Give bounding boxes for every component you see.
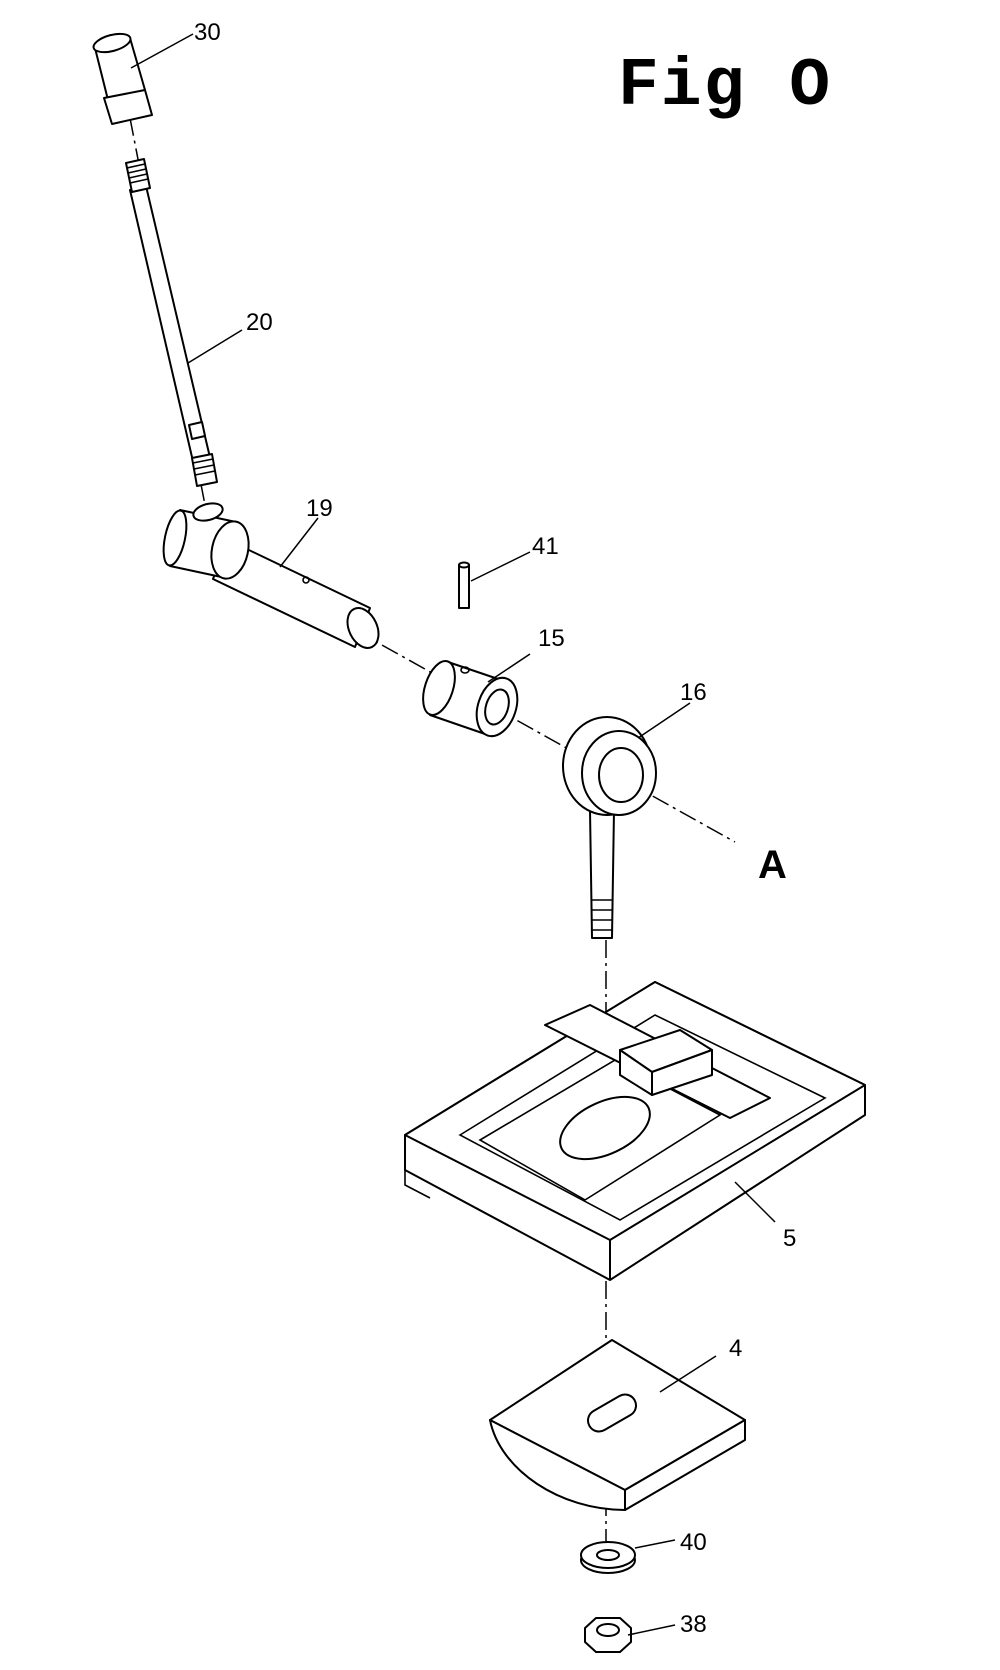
part-19-shaft: [162, 502, 380, 649]
leader-15: [487, 653, 531, 683]
part-41-pin: [458, 561, 470, 609]
callout-38: 38: [680, 1611, 707, 1638]
leader-19: [279, 517, 319, 568]
callout-41: 41: [532, 533, 559, 560]
part-5-base: [404, 981, 866, 1281]
part-15-collar: [422, 660, 519, 738]
part-38-hex-nut: [584, 1617, 632, 1653]
figure-title: Fig O: [618, 48, 833, 125]
callout-4: 4: [729, 1335, 742, 1362]
callout-15: 15: [538, 625, 565, 652]
callout-20: 20: [246, 309, 273, 336]
callout-19: 19: [306, 495, 333, 522]
callout-40: 40: [680, 1529, 707, 1556]
part-20-lever-rod: [125, 158, 218, 487]
part-30-knob: [92, 32, 153, 125]
leader-4: [659, 1355, 717, 1393]
callout-5: 5: [783, 1225, 796, 1252]
centerline-axis-a: [354, 629, 736, 843]
part-16-eye-bolt: [562, 716, 657, 939]
leader-20: [187, 329, 243, 364]
leader-38: [627, 1624, 676, 1636]
callout-30: 30: [194, 19, 221, 46]
leader-16: [637, 702, 691, 739]
part-40-washer: [580, 1541, 636, 1574]
leader-41: [470, 551, 531, 582]
part-4-clamp-plate: [489, 1339, 746, 1511]
leader-30: [130, 33, 194, 69]
leader-40: [634, 1539, 676, 1549]
callout-16: 16: [680, 679, 707, 706]
leader-5: [734, 1181, 776, 1223]
axis-marker-a: A: [758, 843, 787, 887]
